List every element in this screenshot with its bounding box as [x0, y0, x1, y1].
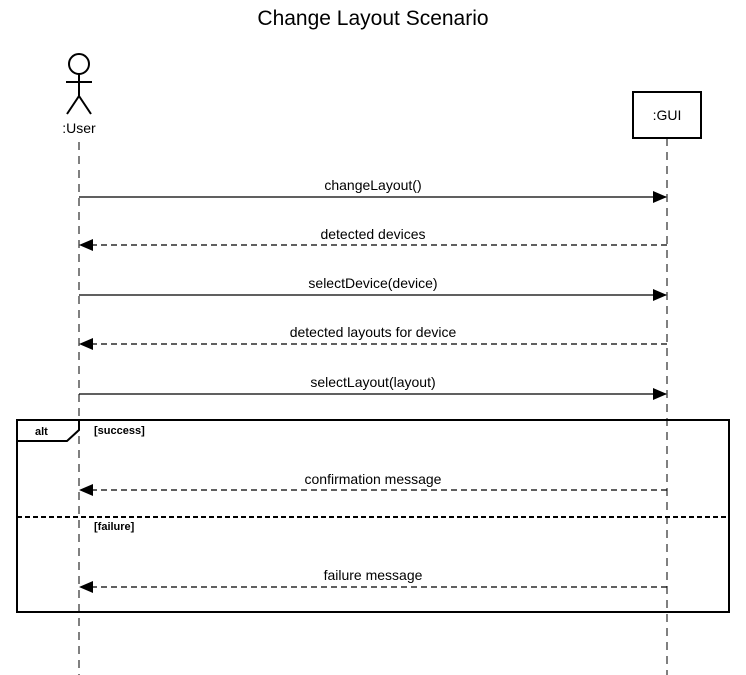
gui-participant-box [632, 91, 702, 139]
gui-participant-label: :GUI [653, 107, 682, 123]
message-change-layout: changeLayout() [79, 177, 667, 203]
message-failure: failure message [79, 567, 667, 593]
message-detected-layouts: detected layouts for device [79, 324, 667, 350]
message-label: selectLayout(layout) [310, 374, 435, 390]
message-label: selectDevice(device) [308, 275, 437, 291]
alt-operator-tab [16, 419, 80, 442]
guard-failure: [failure] [94, 521, 135, 533]
message-detected-devices: detected devices [79, 226, 667, 251]
message-label: confirmation message [305, 471, 442, 487]
message-select-device: selectDevice(device) [79, 275, 667, 301]
messages-group: changeLayout() detected devices selectDe… [79, 177, 667, 593]
message-confirmation: confirmation message [79, 471, 667, 496]
diagram-title: Change Layout Scenario [257, 7, 489, 30]
message-label: detected layouts for device [290, 324, 457, 340]
alt-fragment: alt [success] [failure] [16, 419, 730, 613]
user-actor-icon [66, 53, 92, 115]
user-participant-label: :User [62, 120, 96, 136]
alt-operator-label: alt [35, 426, 48, 438]
message-label: detected devices [320, 226, 425, 242]
guard-success: [success] [94, 425, 145, 437]
message-label: changeLayout() [324, 177, 421, 193]
message-select-layout: selectLayout(layout) [79, 374, 667, 400]
message-label: failure message [324, 567, 423, 583]
